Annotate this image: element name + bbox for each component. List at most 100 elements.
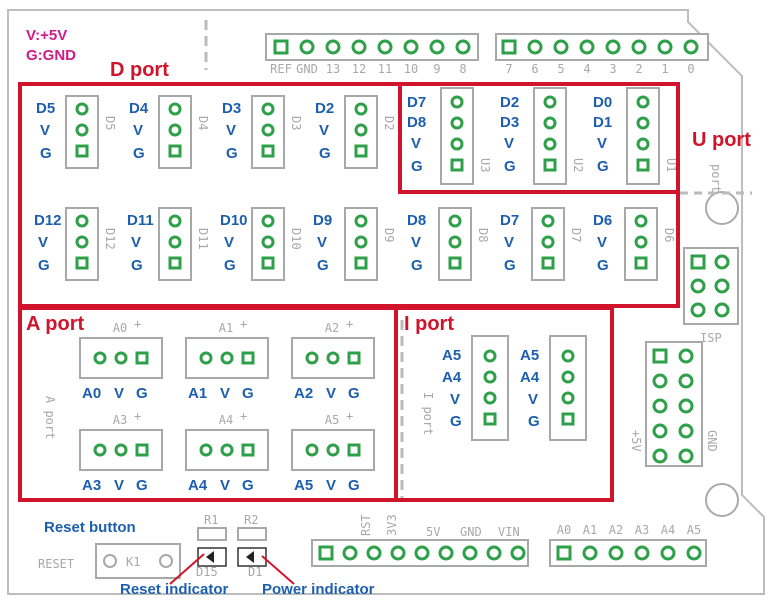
d-connector-d5-signal-label: D5 xyxy=(36,100,55,117)
i-connector-left-label-3: V xyxy=(450,391,460,408)
u-connector-u3-g-label: G xyxy=(411,158,423,175)
d-connector-d3-pin-signal xyxy=(261,102,275,116)
a-connector-a3-signal-label: A3 xyxy=(82,477,101,494)
i-connector-right-label-2: A4 xyxy=(520,369,540,386)
u-connector-u1-pin-g xyxy=(636,158,650,172)
u-connector-u3-pin-v xyxy=(450,137,464,151)
header-pin-label: 11 xyxy=(378,62,392,76)
d-connector-d8-pin-g xyxy=(448,256,462,270)
reset-button-contact xyxy=(159,554,173,568)
d-connector-d6-pin-v xyxy=(634,235,648,249)
header-pin-label: 2 xyxy=(635,62,642,76)
d-connector-d5-pin-signal xyxy=(75,102,89,116)
u-connector-u1-v-label: V xyxy=(597,135,607,152)
plus5v-silk: +5V xyxy=(629,430,643,452)
a-connector-a1-pin-v xyxy=(220,351,234,365)
a-connector-a1-pin-signal xyxy=(199,351,213,365)
reset-button-contact xyxy=(103,554,117,568)
d-connector-d2-g-label: G xyxy=(319,145,331,162)
header-pin-ring xyxy=(605,39,621,55)
header-pin-square xyxy=(273,39,289,55)
a-connector-a3-silk: A3 xyxy=(113,413,127,427)
a-connector-a1-silk: A1 xyxy=(219,321,233,335)
bottom-header-pin-ring xyxy=(366,545,382,561)
analog-header-pin-ring xyxy=(686,545,702,561)
d-connector-d6-silk: D6 xyxy=(662,228,676,242)
a-connector-a4-v-label: V xyxy=(220,477,230,494)
power-rail-pin-ring xyxy=(678,448,694,464)
a-connector-a2-pin-signal xyxy=(305,351,319,365)
u-connector-u3-pin-a xyxy=(450,95,464,109)
a-connector-a1-signal-label: A1 xyxy=(188,385,207,402)
u-connector-u3-pin-b xyxy=(450,116,464,130)
a-connector-a0-signal-label: A0 xyxy=(82,385,101,402)
analog-header-housing xyxy=(549,539,707,567)
u-connector-u2-pin-a xyxy=(543,95,557,109)
d-connector-d12-pin-signal xyxy=(75,214,89,228)
reset-indicator-annotation: Reset indicator xyxy=(120,581,229,598)
a-connector-a5-plus: + xyxy=(346,409,353,423)
header-pin-label: 7 xyxy=(505,62,512,76)
i-connector-left-pin-2 xyxy=(483,370,497,384)
u-port-title: U port xyxy=(692,129,751,151)
a-connector-a3-pin-signal xyxy=(93,443,107,457)
d-connector-d3-g-label: G xyxy=(226,145,238,162)
header-pin-ring xyxy=(579,39,595,55)
k1-silk: K1 xyxy=(126,555,140,569)
a-connector-a4-pin-signal xyxy=(199,443,213,457)
isp-silk: ISP xyxy=(700,331,722,345)
power-rail-pin-ring xyxy=(652,448,668,464)
d-connector-d9-signal-label: D9 xyxy=(313,212,332,229)
reset-button-housing xyxy=(95,543,181,579)
power-indicator-annotation: Power indicator xyxy=(262,581,375,598)
header-pin-label: 8 xyxy=(459,62,466,76)
d-connector-d11-signal-label: D11 xyxy=(127,212,154,229)
d-connector-d9-pin-signal xyxy=(354,214,368,228)
header-pin-label: 6 xyxy=(531,62,538,76)
a-connector-a3-pin-g xyxy=(135,443,149,457)
u-connector-u3-silk: U3 xyxy=(478,158,492,172)
a-connector-a5-signal-label: A5 xyxy=(294,477,313,494)
d-connector-d11-g-label: G xyxy=(131,257,143,274)
header-pin-ring xyxy=(455,39,471,55)
d-connector-d8-v-label: V xyxy=(411,234,421,251)
header-pin-ring xyxy=(631,39,647,55)
u-connector-u1-g-label: G xyxy=(597,158,609,175)
i-connector-left-pin-3 xyxy=(483,391,497,405)
d-connector-d7-silk: D7 xyxy=(569,228,583,242)
d15-silk: D15 xyxy=(196,565,218,579)
header-pin-ring xyxy=(553,39,569,55)
d-connector-d10-g-label: G xyxy=(224,257,236,274)
u-connector-u2-a-label: D2 xyxy=(500,94,519,111)
led-arrow xyxy=(206,551,214,563)
header-housing xyxy=(265,33,479,61)
a-connector-a4-g-label: G xyxy=(242,477,254,494)
bottom-header-pin-ring xyxy=(438,545,454,561)
reset-button-annotation: Reset button xyxy=(44,519,136,536)
u-connector-u3-v-label: V xyxy=(411,135,421,152)
u-connector-u2-pin-v xyxy=(543,137,557,151)
analog-header-label: A2 xyxy=(609,523,623,537)
isp-pin-ring xyxy=(690,278,706,294)
header-pin-label: 4 xyxy=(583,62,590,76)
d-connector-d6-pin-g xyxy=(634,256,648,270)
power-rail-pin-ring xyxy=(678,348,694,364)
u-port-silk: port xyxy=(709,164,723,193)
i-connector-left-pin-g xyxy=(483,412,497,426)
isp-pin-square xyxy=(690,254,706,270)
d-connector-d6-v-label: V xyxy=(597,234,607,251)
analog-header-pin-square xyxy=(556,545,572,561)
analog-header-pin-ring xyxy=(582,545,598,561)
power-rail-pin-square xyxy=(652,348,668,364)
d-connector-d4-signal-label: D4 xyxy=(129,100,149,117)
u-connector-u3-a-label: D7 xyxy=(407,94,426,111)
u-connector-u1-pin-a xyxy=(636,95,650,109)
analog-header-pin-ring xyxy=(608,545,624,561)
bottom-header-label: 3V3 xyxy=(385,514,399,536)
u-connector-u2-pin-g xyxy=(543,158,557,172)
a-connector-a2-v-label: V xyxy=(326,385,336,402)
a-connector-a1-v-label: V xyxy=(220,385,230,402)
d-connector-d5-pin-g xyxy=(75,144,89,158)
header-pin-label: GND xyxy=(296,62,318,76)
d-connector-d3-v-label: V xyxy=(226,122,236,139)
